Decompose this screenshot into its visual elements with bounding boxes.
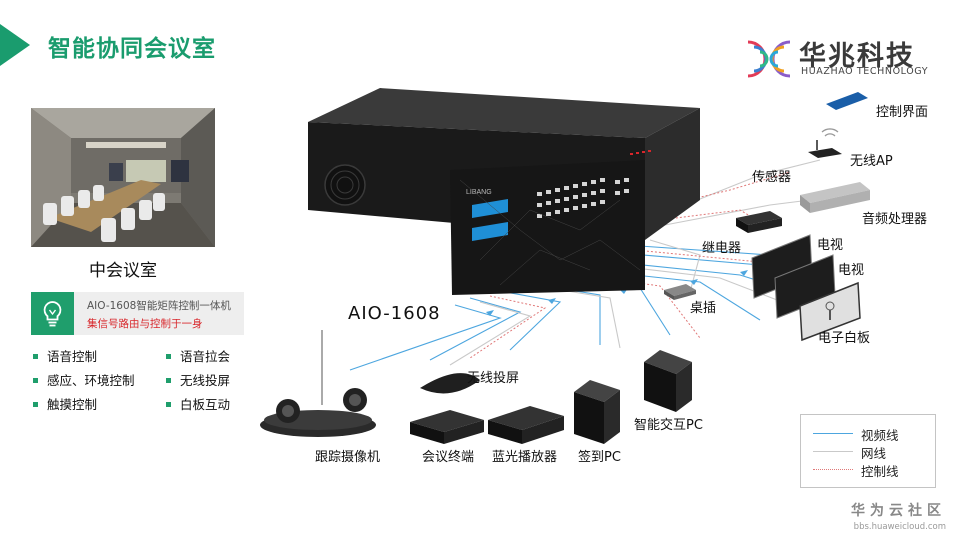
feature-item: 触摸控制: [33, 394, 97, 413]
brand-logo: 华兆科技 HUAZHAO TECHNOLOGY: [744, 36, 944, 82]
label-control-ui: 控制界面: [876, 105, 929, 120]
watermark-cn: 华为云社区: [851, 503, 946, 519]
concentric-arcs-logo-icon: [747, 40, 791, 78]
label-tv-2: 电视: [838, 263, 865, 278]
label-bluray-player: 蓝光播放器: [492, 450, 558, 465]
info-icon-box: [31, 292, 74, 335]
line-legend: 视频线 网线 控制线: [800, 414, 936, 488]
bluray-player-device: [488, 406, 564, 444]
legend-swatch-control: [813, 469, 853, 470]
bullet-icon: [33, 354, 38, 359]
label-wireless-cast: 无线投屏: [467, 371, 520, 386]
feature-item: 语音拉会: [166, 346, 230, 365]
control-ui-tablet: [826, 92, 868, 110]
bullet-icon: [33, 402, 38, 407]
audio-processor-device: [800, 182, 870, 213]
label-conference-terminal: 会议终端: [422, 450, 475, 465]
label-wireless-ap: 无线AP: [850, 154, 893, 169]
desk-socket-device: [664, 284, 696, 300]
room-caption: 中会议室: [89, 261, 157, 281]
legend-swatch-network: [813, 451, 853, 452]
device-model-label: AIO-1608: [348, 303, 441, 324]
label-relay: 继电器: [702, 241, 742, 256]
label-tv-1: 电视: [817, 238, 844, 253]
brand-name-cn: 华兆科技: [799, 41, 915, 72]
lightbulb-icon: [43, 301, 62, 327]
legend-item-video: 视频线: [813, 425, 933, 443]
feature-item: 无线投屏: [166, 370, 230, 389]
feature-item: 语音控制: [33, 346, 97, 365]
conference-terminal-device: [410, 410, 484, 444]
brand-name-en: HUAZHAO TECHNOLOGY: [801, 66, 929, 77]
page-title: 智能协同会议室: [48, 36, 216, 62]
relay-device: [736, 211, 782, 233]
info-card-title: AIO-1608智能矩阵控制一体机: [87, 300, 231, 312]
aio-1608-device: LIBANG: [308, 88, 700, 295]
tracking-camera-device: [260, 330, 376, 437]
smart-pc-tower: [644, 350, 692, 412]
feature-item: 白板互动: [166, 394, 230, 413]
label-tracking-camera: 跟踪摄像机: [315, 450, 381, 465]
legend-swatch-video: [813, 433, 853, 434]
info-card-subtitle: 集信号路由与控制于一身: [87, 318, 203, 330]
watermark: 华为云社区 bbs.huaweicloud.com: [851, 500, 946, 532]
title-arrow-icon: [0, 24, 30, 66]
label-audio-processor: 音频处理器: [862, 212, 928, 227]
wireless-ap-device: [808, 128, 842, 158]
bullet-icon: [166, 402, 171, 407]
legend-item-control: 控制线: [813, 461, 933, 479]
bullet-icon: [166, 378, 171, 383]
label-sensor: 传感器: [752, 170, 792, 185]
whiteboard-device: [799, 281, 861, 342]
feature-item: 感应、环境控制: [33, 370, 135, 389]
legend-item-network: 网线: [813, 443, 933, 461]
wireless-cast-device: [420, 373, 480, 394]
signin-pc-tower: [574, 380, 620, 444]
label-whiteboard: 电子白板: [818, 331, 871, 346]
label-smart-pc: 智能交互PC: [634, 418, 703, 433]
info-card: AIO-1608智能矩阵控制一体机 集信号路由与控制于一身: [31, 292, 244, 335]
meeting-room-photo: [31, 108, 215, 247]
bullet-icon: [166, 354, 171, 359]
label-signin-pc: 签到PC: [578, 450, 621, 465]
bullet-icon: [33, 378, 38, 383]
label-desk-socket: 桌插: [690, 301, 717, 316]
device-brand-mark: LIBANG: [466, 189, 492, 196]
watermark-en: bbs.huaweicloud.com: [853, 522, 946, 532]
